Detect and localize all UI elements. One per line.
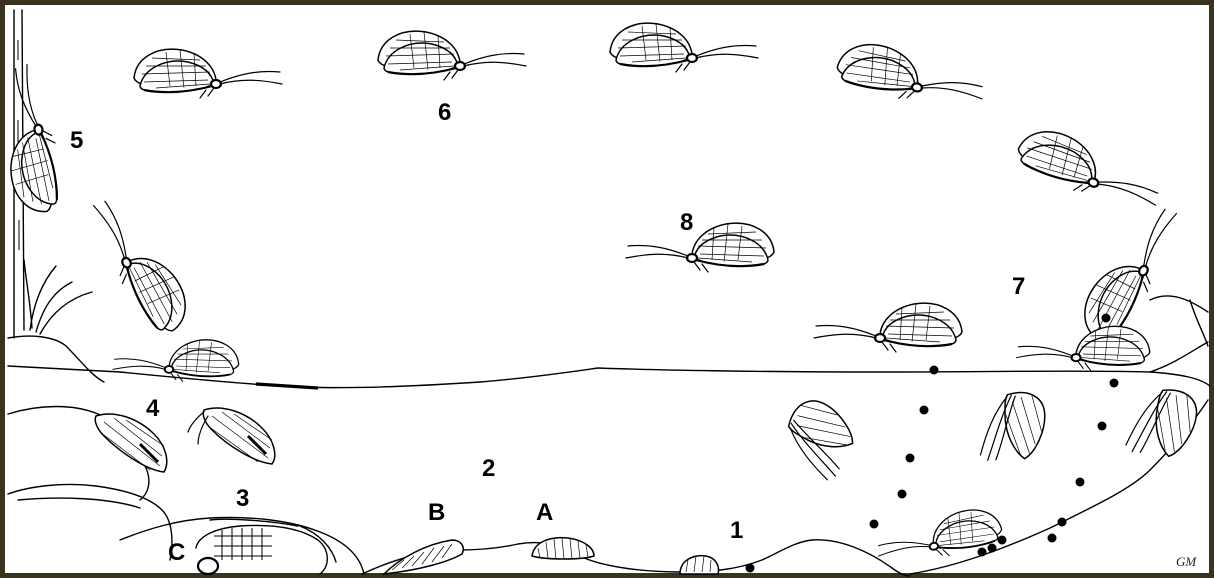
label-A: A xyxy=(536,499,553,526)
adult-stage-8 xyxy=(626,223,774,272)
adult-flying-3 xyxy=(610,23,758,72)
adult-on-stem xyxy=(0,62,66,216)
adult-flying-1 xyxy=(134,49,282,98)
larva-B xyxy=(384,540,463,574)
label-1: 1 xyxy=(730,517,743,544)
larva-A xyxy=(532,538,594,559)
label-C: C xyxy=(168,539,185,566)
adult-on-surface-left xyxy=(113,340,239,381)
adult-underwater-1 xyxy=(775,392,868,483)
adult-on-bottom xyxy=(873,505,1004,568)
label-B: B xyxy=(428,499,445,526)
adult-on-surface-mid xyxy=(814,303,962,352)
label-8: 8 xyxy=(680,209,693,236)
larva-small xyxy=(680,556,719,574)
adult-flying-5 xyxy=(1012,122,1168,218)
label-5: 5 xyxy=(70,127,83,154)
adult-flying-2 xyxy=(378,31,526,80)
label-3: 3 xyxy=(236,485,249,512)
label-7: 7 xyxy=(1012,273,1025,300)
pupa-swimming-2 xyxy=(188,408,275,464)
adult-emerging xyxy=(81,188,197,341)
label-6: 6 xyxy=(438,99,451,126)
pupal-case xyxy=(196,526,327,574)
label-2: 2 xyxy=(482,455,495,482)
pupa-swimming-1 xyxy=(95,414,166,472)
adult-underwater-2 xyxy=(980,387,1049,469)
adult-flying-4 xyxy=(834,39,988,113)
adult-descending xyxy=(1072,196,1188,349)
adult-on-surface-right xyxy=(1017,326,1150,370)
artist-signature: GM xyxy=(1176,554,1197,569)
label-4: 4 xyxy=(146,395,160,422)
